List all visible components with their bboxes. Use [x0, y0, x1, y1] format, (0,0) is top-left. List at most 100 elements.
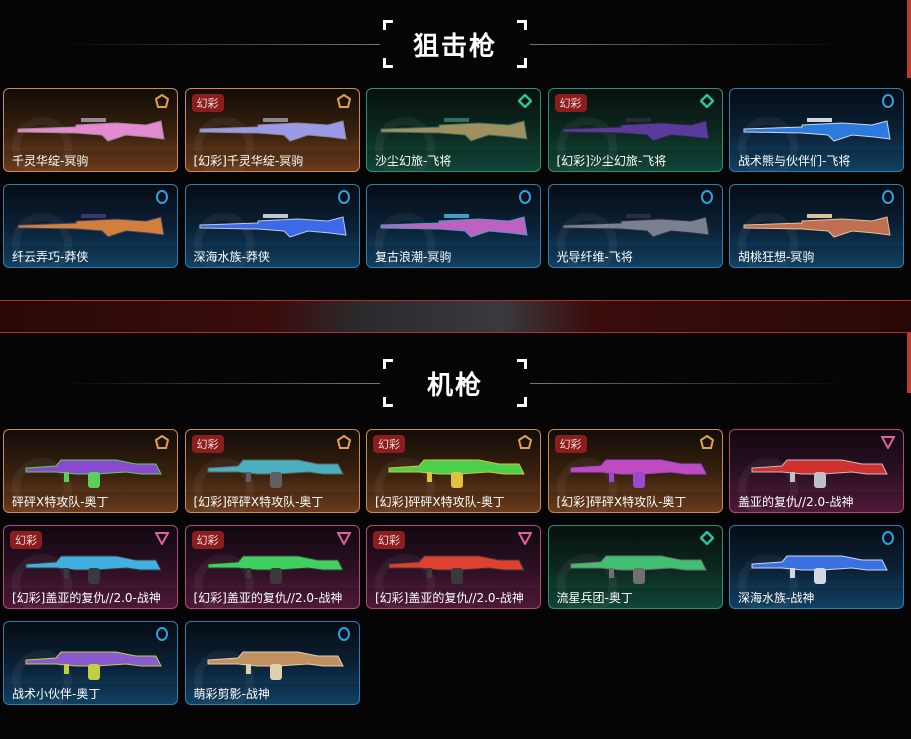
- label-band: [548, 151, 722, 171]
- label-band: [4, 151, 177, 171]
- weapon-skin-image: [388, 555, 525, 584]
- skin-name: 流星兵团-奥丁: [556, 591, 633, 605]
- label-band: [4, 492, 177, 512]
- edge-accent: [907, 333, 911, 393]
- card-background-emblem: [12, 650, 72, 704]
- skin-card[interactable]: 幻彩 [幻彩]盖亚的复仇//2.0-战神: [3, 525, 178, 609]
- skin-card[interactable]: 深海水族-莽侠: [184, 184, 360, 268]
- triangle-rarity-icon: [518, 532, 532, 545]
- label-band: [730, 151, 903, 171]
- section-header-sniper: 狙击枪: [0, 14, 911, 74]
- card-background-emblem: [12, 458, 72, 512]
- skin-name: [幻彩]砰砰X特攻队-奥丁: [193, 495, 324, 509]
- pentagon-rarity-icon: [699, 435, 714, 449]
- skin-card[interactable]: 幻彩 [幻彩]砰砰X特攻队-奥丁: [547, 429, 723, 513]
- diamond-rarity-icon: [699, 531, 714, 545]
- skin-name: 萌彩剪影-战神: [193, 687, 270, 701]
- skin-card[interactable]: 纤云弄巧-莽侠: [3, 184, 178, 268]
- card-background-emblem: [193, 650, 254, 704]
- skin-name: 沙尘幻旅-飞将: [375, 154, 452, 168]
- weapon-skin-image: [751, 555, 888, 584]
- card-background-emblem: [12, 117, 72, 171]
- card-background-emblem: [375, 458, 435, 512]
- label-band: [548, 492, 722, 512]
- section-title: 机枪: [426, 371, 483, 401]
- skin-card[interactable]: 幻彩 [幻彩]千灵华绽-冥驹: [184, 88, 360, 172]
- pentagon-rarity-icon: [155, 435, 169, 449]
- card-background-emblem: [738, 117, 798, 171]
- skin-card[interactable]: 胡桃狂想-冥驹: [729, 184, 904, 268]
- card-background-emblem: [193, 458, 254, 512]
- card-background-emblem: [375, 117, 435, 171]
- skin-card[interactable]: 幻彩 [幻彩]盖亚的复仇//2.0-战神: [366, 525, 541, 609]
- card-background-emblem: [738, 213, 798, 267]
- skin-card[interactable]: 萌彩剪影-战神: [184, 621, 360, 705]
- skin-card[interactable]: 深海水族-战神: [729, 525, 904, 609]
- divider: [530, 44, 850, 45]
- weapon-skin-image: [562, 118, 710, 142]
- prismatic-badge: 幻彩: [554, 94, 587, 112]
- prismatic-badge: 幻彩: [373, 531, 405, 549]
- card-background-emblem: [193, 554, 254, 608]
- label-band: [548, 588, 722, 608]
- diamond-rarity-icon: [699, 94, 714, 108]
- skin-card[interactable]: 沙尘幻旅-飞将: [366, 88, 541, 172]
- weapon-skin-image: [751, 459, 888, 488]
- skin-name: 千灵华绽-冥驹: [12, 154, 89, 168]
- weapon-skin-image: [207, 459, 344, 488]
- weapon-skin-image: [570, 555, 707, 584]
- label-band: [185, 588, 359, 608]
- skin-card[interactable]: 幻彩 [幻彩]砰砰X特攻队-奥丁: [184, 429, 360, 513]
- skin-card[interactable]: 幻彩 [幻彩]砰砰X特攻队-奥丁: [366, 429, 541, 513]
- skin-name: 复古浪潮-冥驹: [375, 250, 452, 264]
- weapon-skin-image: [17, 118, 165, 142]
- skin-card[interactable]: 千灵华绽-冥驹: [3, 88, 178, 172]
- skin-name: [幻彩]盖亚的复仇//2.0-战神: [193, 591, 343, 605]
- prismatic-badge: 幻彩: [373, 435, 405, 453]
- skin-card[interactable]: 复古浪潮-冥驹: [366, 184, 541, 268]
- skin-card[interactable]: 幻彩 [幻彩]盖亚的复仇//2.0-战神: [184, 525, 360, 609]
- skin-card[interactable]: 战术熊与伙伴们-飞将: [729, 88, 904, 172]
- skin-card[interactable]: 幻彩 [幻彩]沙尘幻旅-飞将: [547, 88, 723, 172]
- card-background-emblem: [738, 458, 798, 512]
- weapon-skin-image: [743, 214, 891, 238]
- divider: [60, 383, 380, 384]
- weapon-skin-image: [207, 651, 344, 680]
- bracket-frame: [383, 20, 527, 68]
- skin-card[interactable]: 盖亚的复仇//2.0-战神: [729, 429, 904, 513]
- pentagon-rarity-icon: [518, 435, 532, 449]
- label-band: [367, 247, 540, 267]
- skin-card[interactable]: 砰砰X特攻队-奥丁: [3, 429, 178, 513]
- card-background-emblem: [375, 213, 435, 267]
- card-background-emblem: [556, 554, 617, 608]
- label-band: [730, 247, 903, 267]
- card-background-emblem: [12, 554, 72, 608]
- pentagon-rarity-icon: [336, 435, 351, 449]
- skin-card[interactable]: 流星兵团-奥丁: [547, 525, 723, 609]
- label-band: [185, 151, 359, 171]
- skin-card[interactable]: 光导纤维-飞将: [547, 184, 723, 268]
- section-header-machinegun: 机枪: [0, 353, 911, 413]
- skin-card[interactable]: 战术小伙伴-奥丁: [3, 621, 178, 705]
- label-band: [548, 247, 722, 267]
- card-background-emblem: [556, 117, 617, 171]
- triangle-rarity-icon: [336, 532, 351, 545]
- card-background-emblem: [556, 458, 617, 512]
- skin-name: [幻彩]千灵华绽-冥驹: [193, 154, 304, 168]
- skin-name: 胡桃狂想-冥驹: [738, 250, 815, 264]
- label-band: [367, 151, 540, 171]
- weapon-skin-image: [25, 651, 162, 680]
- label-band: [185, 492, 359, 512]
- prismatic-badge: 幻彩: [191, 94, 224, 112]
- ring-rarity-icon: [337, 627, 350, 641]
- skin-name: 砰砰X特攻队-奥丁: [12, 495, 109, 509]
- skin-name: 战术小伙伴-奥丁: [12, 687, 101, 701]
- label-band: [730, 492, 903, 512]
- weapon-skin-image: [380, 118, 528, 142]
- weapon-skin-image: [380, 214, 528, 238]
- weapon-skin-image: [570, 459, 707, 488]
- label-band: [730, 588, 903, 608]
- skin-name: 战术熊与伙伴们-飞将: [738, 154, 851, 168]
- ring-rarity-icon: [337, 190, 350, 204]
- triangle-rarity-icon: [881, 436, 895, 449]
